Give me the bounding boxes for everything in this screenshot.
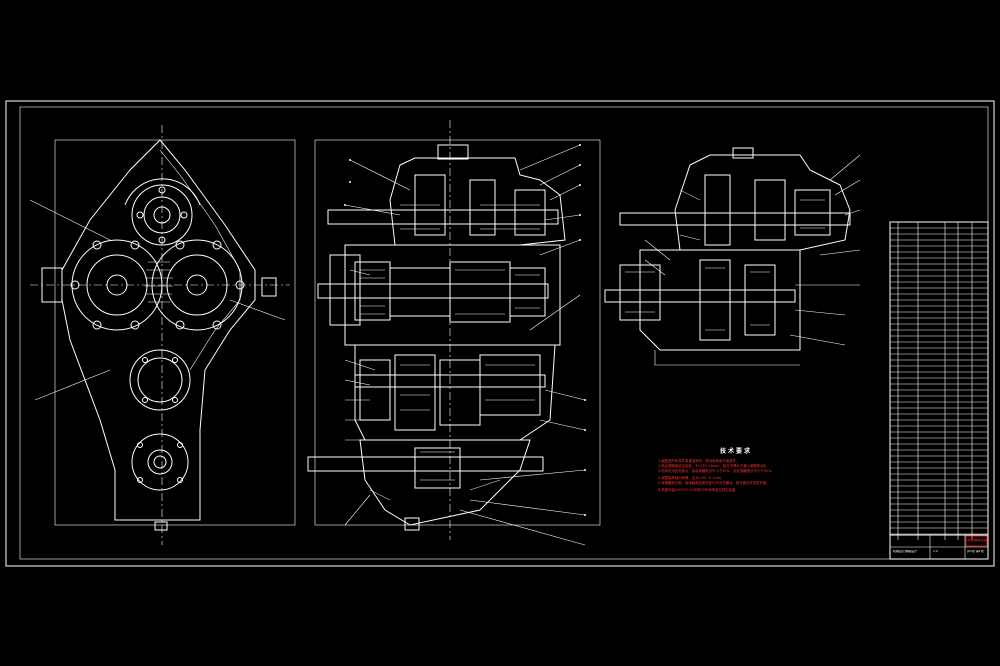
housing-inner: [159, 149, 241, 371]
drawing-border: [5, 100, 995, 567]
title-block-school: 机械设计课程设计: [893, 550, 918, 553]
output-shaft: [307, 456, 544, 472]
title-block-sheet: 共1张 第1张: [967, 550, 984, 553]
title-block-drawing-name: 减速器装配图: [967, 539, 987, 542]
technical-note-4: 4.调整轴承轴向间隙，应为0.05~0.1mm。: [658, 476, 725, 480]
technical-notes-title: 技术要求: [719, 448, 752, 455]
technical-note-1: 1.装配前所有零件用煤油清洗，滚动轴承用汽油清洗。: [658, 459, 740, 463]
end-view-bounds: [54, 139, 296, 526]
technical-note-6: 6.机座内装SH0357-92中的50号润滑油至规定高度。: [658, 488, 739, 492]
view-section-side: [604, 147, 861, 366]
technical-note-2: 2.啮合侧隙用铅丝检验，不小于0.16mm，铅丝不得大于最小侧隙的4倍。: [658, 464, 770, 468]
view-section-main: [307, 120, 601, 546]
title-block-scale: 1:2: [933, 550, 938, 553]
main-view-bounds: [314, 139, 601, 526]
input-shaft: [327, 209, 559, 225]
housing-outline: [61, 139, 256, 521]
technical-note-5: 5.减速器剖分面，各接触面及密封处均不允许漏油，剖分面允许涂密封胶。: [658, 481, 770, 485]
parts-list-table: [889, 221, 989, 560]
view-end: [29, 125, 296, 545]
technical-note-3: 3.用涂色法检验斑点，齿高接触斑点不小于40%，齿长接触斑点不小于50%。: [658, 469, 775, 473]
intermediate-shaft: [317, 283, 549, 299]
inner-frame: [19, 106, 989, 560]
